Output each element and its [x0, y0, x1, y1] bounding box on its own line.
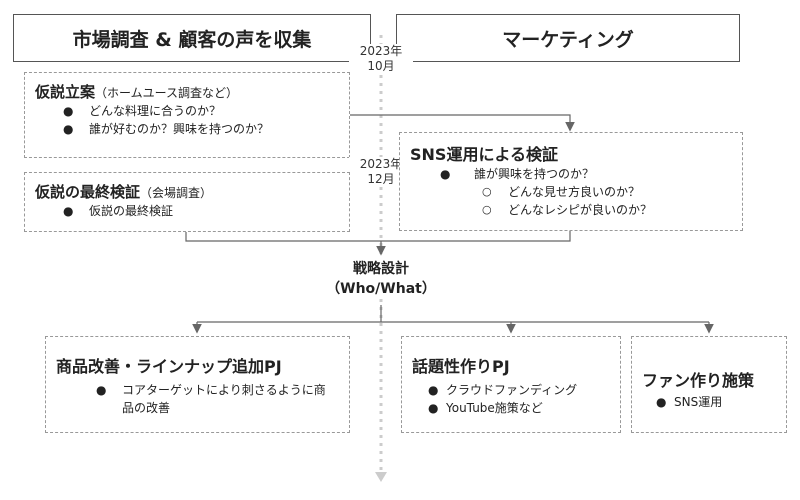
list-item: ● 誰が興味を持つのか？ [410, 165, 732, 183]
sub-list-item-text: どんなレシピが良いのか？ [508, 203, 653, 217]
date-oct-2023: 2023年 10月 [349, 44, 413, 74]
list-item: ● どんな料理に合うのか？ [35, 102, 339, 120]
header-market-research: 市場調査 & 顧客の声を収集 [13, 14, 371, 62]
final-check-title-sub: （会場調査） [140, 186, 213, 200]
bullet: ● [96, 383, 107, 397]
list-item: ● SNS運用 [642, 393, 776, 411]
list-item-text: コアターゲットにより刺さるように商品の改善 [122, 383, 326, 415]
sub-list-item: ○ どんな見せ方良いのか？ [410, 183, 732, 201]
final-check-title-main: 仮説の最終検証 [35, 183, 141, 201]
hypothesis-box: 仮説立案（ホームユース調査など） ● どんな料理に合うのか？ ● 誰が好むのか？… [24, 72, 350, 158]
bullet: ● [656, 395, 667, 409]
bullet-hollow: ○ [482, 185, 492, 198]
list-item-text: 誰が好むのか？興味を持つのか？ [89, 122, 270, 136]
topic-title: 話題性作りPJ [412, 357, 510, 376]
header-market-research-label: 市場調査 & 顧客の声を収集 [72, 28, 312, 51]
bullet: ● [63, 122, 74, 136]
header-marketing: マーケティング [396, 14, 740, 62]
sns-check-title: SNS運用による検証 [410, 145, 558, 164]
list-item: ● クラウドファンディング [412, 381, 610, 399]
product-box: 商品改善・ラインナップ追加PJ ● コアターゲットにより刺さるように商品の改善 [45, 336, 350, 433]
merge-line [185, 231, 571, 242]
final-check-box: 仮説の最終検証（会場調査） ● 仮説の最終検証 [24, 172, 350, 232]
bullet: ● [63, 104, 74, 118]
list-item: ● 誰が好むのか？興味を持つのか？ [35, 120, 339, 138]
timeline-arrowhead [375, 472, 387, 482]
arrow-hypothesis-to-sns [350, 114, 575, 132]
list-item: ● YouTube施策など [412, 399, 610, 417]
header-marketing-label: マーケティング [502, 28, 634, 51]
list-item-text: 誰が興味を持つのか？ [474, 167, 595, 181]
strategy-line2: （Who/What） [326, 281, 436, 297]
hypothesis-title-sub: （ホームユース調査など） [95, 86, 239, 100]
strategy-label: 戦略設計 （Who/What） [300, 259, 462, 299]
list-item: ● コアターゲットにより刺さるように商品の改善 [56, 381, 339, 417]
topic-box: 話題性作りPJ ● クラウドファンディング ● YouTube施策など [401, 336, 621, 433]
strategy-line1: 戦略設計 [353, 261, 409, 277]
fan-box: ファン作り施策 ● SNS運用 [631, 336, 787, 433]
list-item-text: 仮説の最終検証 [89, 204, 174, 218]
fan-title: ファン作り施策 [642, 371, 755, 390]
sns-check-box: SNS運用による検証 ● 誰が興味を持つのか？ ○ どんな見せ方良いのか？ ○ … [399, 132, 743, 231]
list-item: ● 仮説の最終検証 [35, 202, 339, 220]
bullet: ● [63, 204, 74, 218]
product-title: 商品改善・ラインナップ追加PJ [56, 357, 282, 376]
final-check-title: 仮説の最終検証（会場調査） [35, 181, 339, 202]
bullet: ● [428, 383, 439, 397]
sub-list-item: ○ どんなレシピが良いのか？ [410, 201, 732, 219]
bullet: ● [440, 167, 451, 181]
list-item-text: YouTube施策など [446, 401, 543, 415]
list-item-text: どんな料理に合うのか？ [89, 104, 222, 118]
list-item-text: クラウドファンディング [446, 383, 578, 397]
sub-list-item-text: どんな見せ方良いのか？ [508, 185, 641, 199]
list-item-text: SNS運用 [674, 395, 723, 409]
bullet: ● [428, 401, 439, 415]
bullet-hollow: ○ [482, 203, 492, 216]
hypothesis-title-main: 仮説立案 [35, 83, 96, 101]
hypothesis-title: 仮説立案（ホームユース調査など） [35, 81, 339, 102]
